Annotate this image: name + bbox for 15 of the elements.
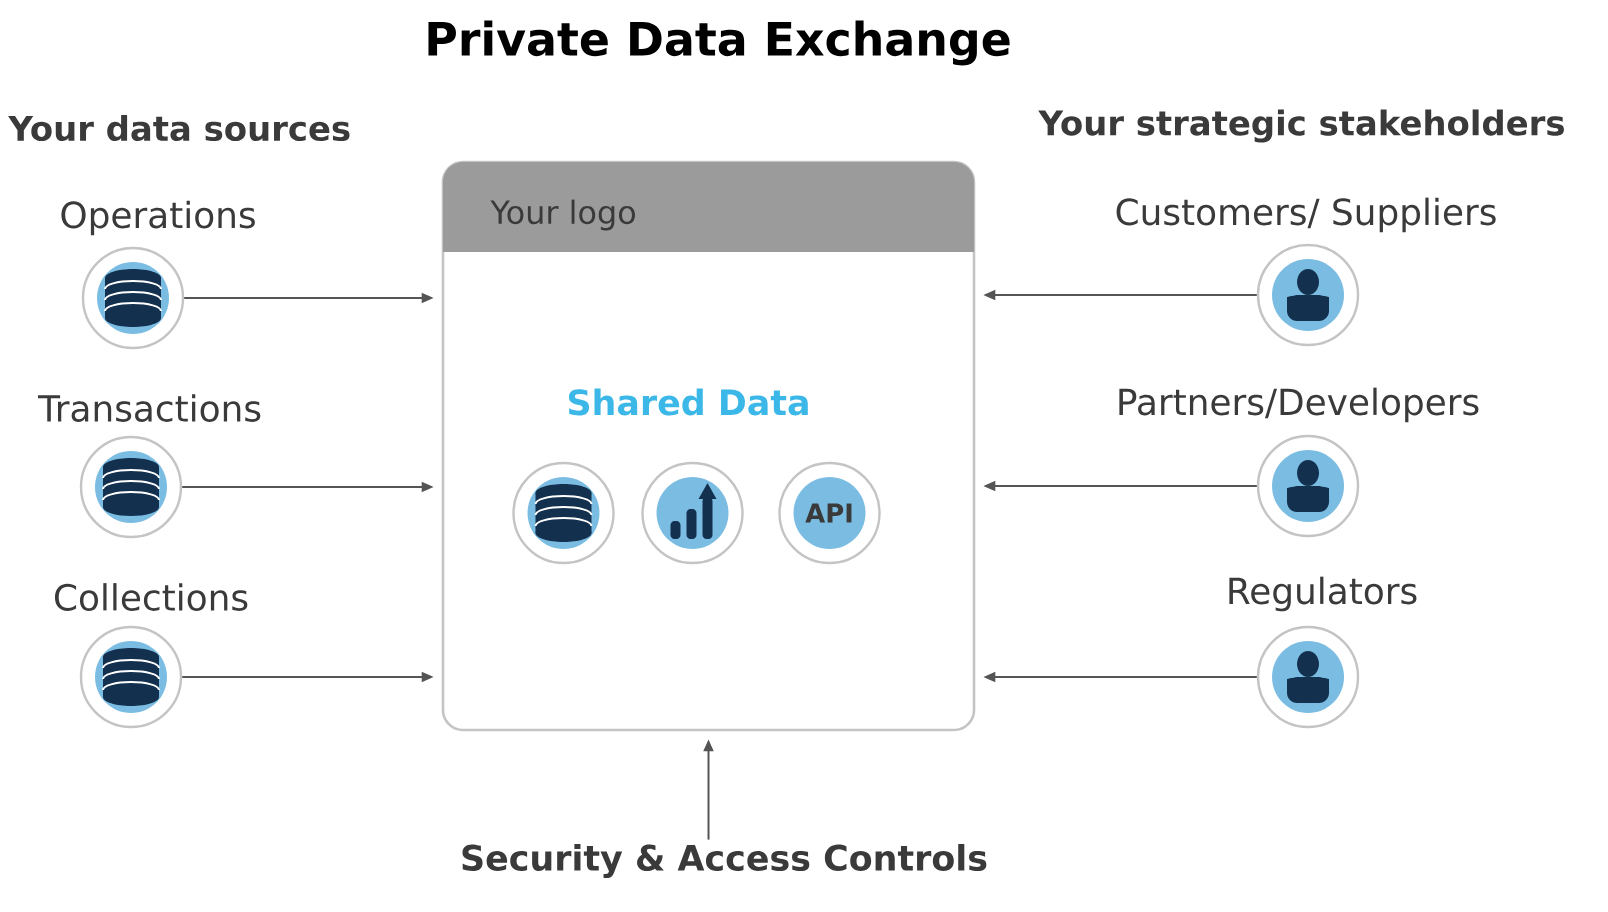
source-label: Regulators [1229,576,1417,612]
group-heading: Your strategic stakeholders [1038,109,1564,143]
source-label: Operations [61,200,255,236]
box-heading: Shared Data [568,388,808,416]
source-label: Transactions [38,394,261,422]
title: Private Data Exchange [428,20,1010,66]
footer-text: Security & Access Controls [462,844,987,879]
database-icon [512,461,615,565]
source-label: Customers/ Suppliers [1116,197,1496,233]
source-label: Partners/Developers [1119,387,1479,423]
group-heading: Your data sources [8,114,350,142]
chart-icon [641,461,744,565]
api-badge: API [778,461,881,565]
header-text: Your logo [490,199,635,231]
source-label: Collections [54,583,248,611]
